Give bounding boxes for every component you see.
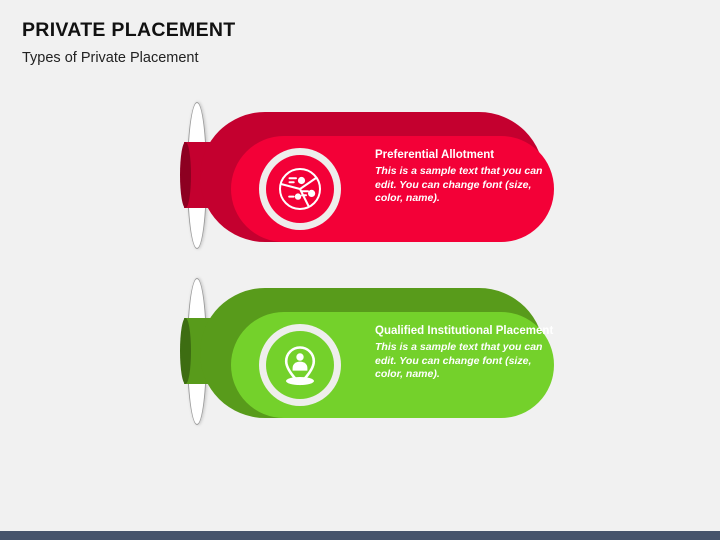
card-body-text: This is a sample text that you can edit.…: [375, 341, 543, 380]
card-heading: Preferential Allotment: [375, 149, 495, 161]
card-qualified-institutional-placement[interactable]: Qualified Institutional Placement This i…: [180, 276, 560, 426]
pie-chart-segments-icon: [266, 155, 334, 223]
header: PRIVATE PLACEMENT Types of Private Place…: [22, 18, 622, 68]
ribbon-cap: [180, 318, 191, 384]
card-body-text: This is a sample text that you can edit.…: [375, 165, 543, 204]
page-title: PRIVATE PLACEMENT: [22, 19, 236, 41]
page-subtitle: Types of Private Placement: [22, 50, 199, 66]
card-text-block: Preferential Allotment This is a sample …: [375, 148, 555, 206]
card-preferential-allotment[interactable]: Preferential Allotment This is a sample …: [180, 100, 560, 250]
ribbon-cap: [180, 142, 191, 208]
card-pill: Qualified Institutional Placement This i…: [231, 312, 554, 418]
map-pin-person-icon: [266, 331, 334, 399]
icon-badge: [259, 148, 341, 230]
card-heading: Qualified Institutional Placement: [375, 325, 554, 337]
bottom-accent-bar: [0, 531, 720, 540]
icon-badge: [259, 324, 341, 406]
card-shell: Preferential Allotment This is a sample …: [200, 112, 554, 242]
card-pill: Preferential Allotment This is a sample …: [231, 136, 554, 242]
card-text-block: Qualified Institutional Placement This i…: [375, 324, 555, 382]
card-shell: Qualified Institutional Placement This i…: [200, 288, 554, 418]
